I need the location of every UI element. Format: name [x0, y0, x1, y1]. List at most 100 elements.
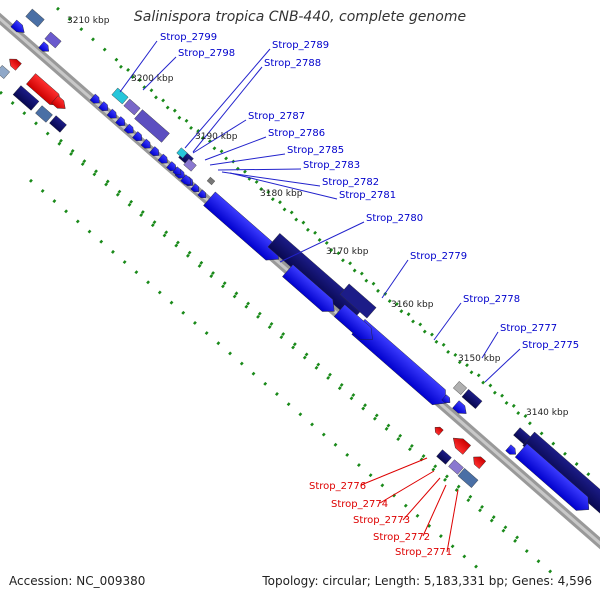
- gene-arrow: [282, 264, 335, 312]
- tick-label-3200: 3200 kbp: [131, 74, 174, 84]
- leader-line: [209, 153, 286, 166]
- gene-block: [461, 389, 483, 409]
- leader-line: [481, 331, 499, 359]
- gene-arrow: [51, 95, 66, 109]
- gene-arrow: [333, 304, 373, 340]
- leader-line: [142, 56, 177, 91]
- gene-arrow: [452, 400, 467, 414]
- map-title: Salinispora tropica CNB-440, complete ge…: [133, 9, 467, 25]
- gene-block: [49, 115, 67, 133]
- gene-block: [25, 8, 45, 28]
- accession-text: Accession: NC_009380: [9, 574, 146, 588]
- leader-line: [433, 302, 462, 341]
- leader-line: [192, 119, 247, 154]
- gene-label-strop-2775[interactable]: Strop_2775: [522, 340, 579, 351]
- gene-block: [183, 158, 197, 172]
- gene-arrow: [180, 174, 191, 185]
- gene-arrow: [10, 19, 25, 33]
- gene-label-strop-2782[interactable]: Strop_2782: [322, 177, 379, 188]
- gene-arrow: [203, 191, 279, 261]
- gene-label-strop-2799[interactable]: Strop_2799: [160, 32, 217, 43]
- gene-arrow: [473, 456, 487, 469]
- tick-label-3140: 3140 kbp: [526, 408, 569, 418]
- reverse-gene-labels: Strop_2776 Strop_2774 Strop_2773 Strop_2…: [309, 481, 452, 558]
- tick-guide-line: [29, 178, 481, 572]
- gene-block: [176, 147, 188, 159]
- gene-label-strop-2785[interactable]: Strop_2785: [287, 145, 344, 156]
- gene-label-strop-2772[interactable]: Strop_2772: [373, 532, 430, 543]
- gene-arrow: [190, 183, 200, 193]
- leader-line: [422, 484, 447, 537]
- tick-label-3190: 3190 kbp: [195, 132, 238, 142]
- gene-block: [452, 381, 468, 395]
- leader-line: [204, 136, 267, 161]
- gene-arrow: [123, 123, 134, 134]
- tick-label-3160: 3160 kbp: [391, 300, 434, 310]
- tick-label-3210: 3210 kbp: [67, 16, 110, 26]
- gene-label-strop-2780[interactable]: Strop_2780: [366, 213, 423, 224]
- tick-guide-line: [59, 138, 521, 542]
- leader-line: [381, 259, 409, 299]
- gene-arrow: [441, 394, 451, 404]
- gene-block: [111, 87, 129, 105]
- leader-line: [360, 457, 428, 486]
- gene-label-strop-2771[interactable]: Strop_2771: [395, 547, 452, 558]
- gene-arrow: [514, 443, 590, 511]
- gene-arrow: [115, 116, 126, 127]
- leader-line: [221, 171, 321, 187]
- gene-block: [457, 468, 479, 488]
- gene-label-strop-2787[interactable]: Strop_2787: [248, 111, 305, 122]
- gene-block: [134, 109, 170, 143]
- leader-line: [484, 348, 521, 383]
- leader-line: [379, 470, 435, 504]
- gene-block: [0, 65, 11, 79]
- gene-block: [436, 449, 452, 465]
- gene-arrow: [98, 101, 109, 112]
- leader-line: [279, 221, 365, 263]
- gene-block: [206, 176, 216, 186]
- gene-arrow: [89, 93, 100, 104]
- gene-block: [44, 31, 62, 49]
- gene-label-strop-2781[interactable]: Strop_2781: [339, 190, 396, 201]
- gene-arrow: [505, 444, 516, 455]
- leader-line: [229, 172, 338, 200]
- gene-arrow: [140, 138, 151, 149]
- gene-arrow: [172, 166, 182, 176]
- gene-label-strop-2779[interactable]: Strop_2779: [410, 251, 467, 262]
- tick-label-3170: 3170 kbp: [326, 247, 369, 257]
- leader-line: [119, 40, 158, 93]
- gene-arrow: [9, 58, 22, 71]
- gene-block: [339, 283, 377, 319]
- gene-arrow: [157, 153, 168, 164]
- gene-arrow: [149, 146, 160, 157]
- gene-arrow: [452, 437, 472, 455]
- genome-summary-text: Topology: circular; Length: 5,183,331 bp…: [262, 574, 592, 588]
- gene-label-strop-2789[interactable]: Strop_2789: [272, 40, 329, 51]
- gene-label-strop-2788[interactable]: Strop_2788: [264, 58, 321, 69]
- leader-line: [192, 66, 263, 153]
- forward-gene-labels: Strop_2799 Strop_2798 Strop_2789 Strop_2…: [160, 32, 579, 351]
- tick-label-3180: 3180 kbp: [260, 189, 303, 199]
- gene-arrow: [106, 108, 117, 119]
- gene-label-strop-2778[interactable]: Strop_2778: [463, 294, 520, 305]
- gene-block: [448, 459, 464, 475]
- gene-label-strop-2777[interactable]: Strop_2777: [500, 323, 557, 334]
- gene-label-strop-2798[interactable]: Strop_2798: [178, 48, 235, 59]
- gene-block: [123, 98, 141, 116]
- gene-arrow: [197, 189, 207, 199]
- gene-label-strop-2786[interactable]: Strop_2786: [268, 128, 325, 139]
- leader-line: [446, 489, 459, 553]
- gene-label-strop-2776[interactable]: Strop_2776: [309, 481, 366, 492]
- gene-arrow: [166, 161, 177, 172]
- tick-guide-line: [0, 90, 561, 582]
- gene-arrow: [434, 426, 444, 436]
- gene-arrow: [38, 41, 49, 52]
- tick-guides: [0, 6, 596, 582]
- tick-label-3150: 3150 kbp: [458, 354, 501, 364]
- gene-label-strop-2783[interactable]: Strop_2783: [303, 160, 360, 171]
- gene-label-strop-2774[interactable]: Strop_2774: [331, 499, 388, 510]
- leader-line: [184, 48, 271, 149]
- gene-label-strop-2773[interactable]: Strop_2773: [353, 515, 410, 526]
- gene-block: [12, 85, 40, 111]
